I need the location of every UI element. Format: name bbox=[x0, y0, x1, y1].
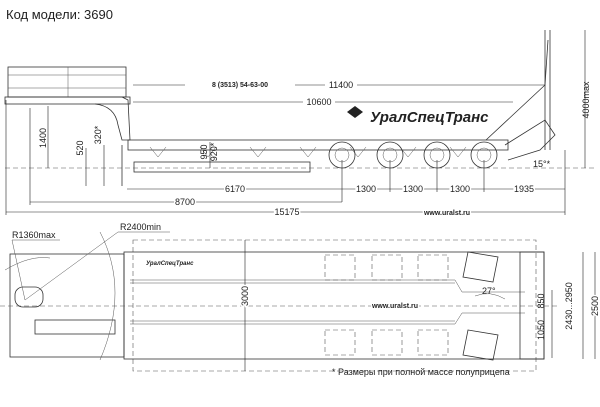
dim-920: 920* bbox=[209, 142, 219, 161]
gooseneck-railing bbox=[7, 66, 127, 98]
website-top: www.uralst.ru bbox=[371, 303, 418, 310]
dim-10600: 10600 bbox=[306, 97, 331, 107]
dim-1935: 1935 bbox=[514, 184, 534, 194]
phone-number: 8 (3513) 54-63-00 bbox=[212, 82, 268, 89]
wheels bbox=[328, 141, 498, 169]
dim-1050: 1050 bbox=[536, 320, 546, 340]
dim-320: 320* bbox=[93, 125, 103, 144]
gooseneck-top bbox=[9, 253, 125, 358]
steered-wheels bbox=[462, 251, 499, 361]
dim-1400: 1400 bbox=[38, 128, 48, 148]
dim-6170: 6170 bbox=[225, 184, 245, 194]
brand-logo-top: УралСпецТранс bbox=[146, 261, 194, 267]
website-side: www.uralst.ru bbox=[423, 210, 470, 217]
side-view: 8 (3513) 54-63-00 11400 10600 УралСпецТр… bbox=[4, 30, 595, 219]
wheel-outlines bbox=[324, 254, 449, 356]
dim-4000max: 4000max bbox=[581, 81, 591, 119]
radius-2400min: R2400min bbox=[120, 222, 161, 232]
dim-3000: 3000 bbox=[240, 286, 250, 306]
dim-15175: 15175 bbox=[274, 207, 299, 217]
dim-850: 850 bbox=[536, 293, 546, 308]
dim-axle-1300: 1300 bbox=[403, 184, 423, 194]
footnote: * Размеры при полной массе полуприцепа bbox=[332, 367, 510, 377]
dim-axle-1300: 1300 bbox=[356, 184, 376, 194]
logo-diamond-icon bbox=[347, 106, 363, 118]
dim-2500: 2500 bbox=[590, 296, 600, 316]
deck bbox=[127, 139, 509, 151]
dim-11400: 11400 bbox=[329, 80, 353, 90]
brand-logo: УралСпецТранс bbox=[370, 109, 489, 126]
dim-2430-2950: 2430...2950 bbox=[564, 282, 574, 330]
angle-27: 27° bbox=[482, 286, 496, 296]
gooseneck bbox=[94, 96, 131, 141]
dim-8700: 8700 bbox=[175, 197, 195, 207]
dim-950: 950 bbox=[199, 144, 209, 159]
dim-520: 520 bbox=[75, 140, 85, 155]
trailer-platform-top bbox=[123, 251, 545, 360]
angle-15: 15°* bbox=[533, 159, 551, 169]
model-code-title: Код модели: 3690 bbox=[6, 7, 113, 22]
radius-1360max: R1360max bbox=[12, 230, 56, 240]
top-view: R1360max R2400min УралСпецТранс 3000 www… bbox=[0, 222, 600, 372]
dim-axle-1300: 1300 bbox=[450, 184, 470, 194]
